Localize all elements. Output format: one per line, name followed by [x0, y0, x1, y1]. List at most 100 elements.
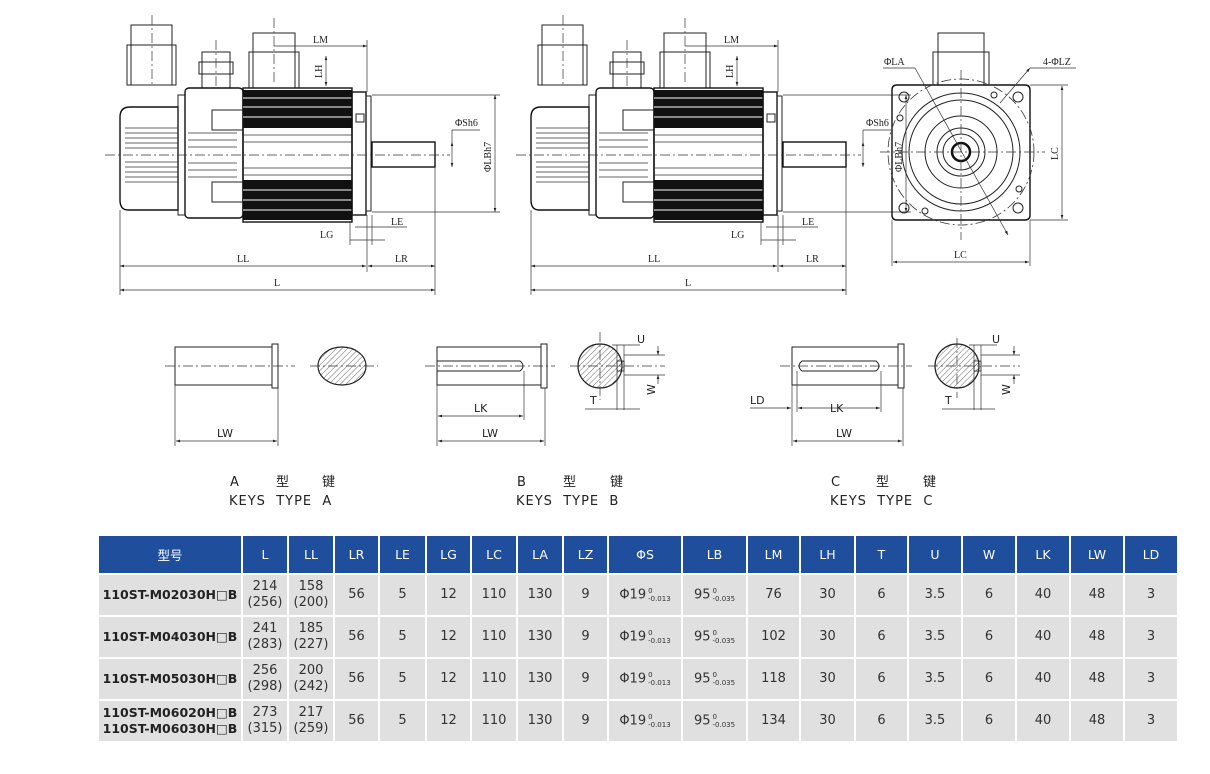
column-header: LM — [746, 534, 801, 575]
dim-label-lg: LG — [731, 230, 744, 241]
cell-line: 110ST-M05030H□B — [102, 671, 238, 686]
upper-tolerance: 0 — [648, 712, 653, 721]
cell-lr: 56 — [333, 573, 380, 617]
tolerance: 0-0.013 — [648, 671, 671, 687]
tolerance: 0-0.013 — [648, 629, 671, 645]
cell-lw: 48 — [1069, 615, 1125, 659]
cell-line: 217 — [298, 705, 324, 720]
cell-model: 110ST-M04030H□B — [97, 615, 243, 659]
dim-label-sh6: ΦSh6 — [866, 118, 889, 129]
dim-label-lc-horizontal: LC — [954, 250, 967, 261]
key-type-c-caption: KEYS TYPE C — [830, 494, 933, 509]
motor-dimension-drawing: LM LH ΦSh6 ΦLBh7 LE LG LL LR L LM LH ΦSh… — [0, 0, 1076, 509]
cell-ld: 3 — [1123, 699, 1179, 743]
upper-tolerance: 0 — [712, 586, 717, 595]
cell-line: (200) — [293, 595, 329, 610]
cell-le: 5 — [378, 573, 427, 617]
column-header: LK — [1015, 534, 1071, 575]
cell-line: 110ST-M04030H□B — [102, 629, 238, 644]
dim-label-la: ΦLA — [884, 57, 905, 68]
dim-label-lr: LR — [395, 254, 408, 265]
cell-line: 110ST-M06020H□B — [102, 705, 238, 720]
tolerance: 0-0.013 — [648, 713, 671, 729]
cell-model: 110ST-M02030H□B — [97, 573, 243, 617]
dim-label-lz: 4-ΦLZ — [1043, 57, 1071, 68]
tolerance: 0-0.035 — [712, 587, 735, 603]
dim-label-lm: LM — [724, 35, 739, 46]
cell-lm: 102 — [746, 615, 801, 659]
cell-l: 256(298) — [241, 657, 289, 701]
column-header: U — [907, 534, 963, 575]
front-view: ΦLA 4-ΦLZ LC LC — [880, 32, 1076, 266]
cell-lz: 9 — [562, 699, 609, 743]
dim-label-t: T — [944, 394, 952, 407]
key-type-b-type-cn: 型 — [563, 475, 577, 490]
cell-lz: 9 — [562, 615, 609, 659]
cell-line: (315) — [247, 721, 283, 736]
cell-ll: 158(200) — [287, 573, 335, 617]
key-type-b-key-cn: 键 — [610, 475, 624, 490]
cell-t: 6 — [854, 657, 909, 701]
cell-lr: 56 — [333, 615, 380, 659]
dim-label-lbh7: ΦLBh7 — [894, 142, 905, 172]
column-header: T — [854, 534, 909, 575]
cell-lc: 110 — [470, 573, 518, 617]
lower-tolerance: -0.013 — [648, 594, 671, 603]
side-view-standard: LM LH ΦSh6 ΦLBh7 LE LG LL LR L — [516, 15, 911, 295]
cell-w: 6 — [961, 699, 1017, 743]
cell-w: 6 — [961, 573, 1017, 617]
cell-lc: 110 — [470, 615, 518, 659]
dim-label-lbh7: ΦLBh7 — [483, 142, 494, 172]
nominal-value: Φ19 — [619, 671, 647, 687]
cell-line: (242) — [293, 679, 329, 694]
cell-la: 130 — [516, 657, 564, 701]
cell-lg: 12 — [425, 699, 472, 743]
dim-label-le: LE — [802, 217, 814, 228]
cell-le: 5 — [378, 615, 427, 659]
dim-label-l: L — [685, 278, 691, 289]
key-type-a-letter: A — [230, 475, 240, 490]
dim-label-lh: LH — [314, 65, 325, 78]
column-header: LL — [287, 534, 335, 575]
cell-lg: 12 — [425, 657, 472, 701]
cell-lm: 134 — [746, 699, 801, 743]
upper-tolerance: 0 — [712, 670, 717, 679]
key-type-a-key-cn: 键 — [322, 475, 336, 490]
tolerance: 0-0.035 — [712, 629, 735, 645]
upper-tolerance: 0 — [648, 586, 653, 595]
cell-line: (227) — [293, 637, 329, 652]
cell-le: 5 — [378, 699, 427, 743]
dim-label-l: L — [274, 278, 280, 289]
cell-lg: 12 — [425, 573, 472, 617]
dim-label-lc-vertical: LC — [1050, 147, 1061, 160]
nominal-value: 95 — [693, 671, 711, 687]
cell-lw: 48 — [1069, 657, 1125, 701]
cell-lr: 56 — [333, 657, 380, 701]
key-type-a-caption: KEYS TYPE A — [229, 494, 332, 509]
column-header: W — [961, 534, 1017, 575]
column-header: LH — [799, 534, 856, 575]
cell-line: 214 — [252, 579, 278, 594]
upper-tolerance: 0 — [648, 628, 653, 637]
cell-l: 241(283) — [241, 615, 289, 659]
column-header: LA — [516, 534, 564, 575]
cell-u: 3.5 — [907, 699, 963, 743]
key-type-b-letter: B — [517, 475, 527, 490]
tolerance: 0-0.013 — [648, 587, 671, 603]
dim-label-lw: LW — [217, 427, 233, 440]
column-header: L — [241, 534, 289, 575]
cell-lc: 110 — [470, 657, 518, 701]
lower-tolerance: -0.013 — [648, 720, 671, 729]
cell-lk: 40 — [1015, 573, 1071, 617]
cell-lr: 56 — [333, 699, 380, 743]
dim-label-ll: LL — [237, 254, 249, 265]
nominal-value: 95 — [693, 587, 711, 603]
